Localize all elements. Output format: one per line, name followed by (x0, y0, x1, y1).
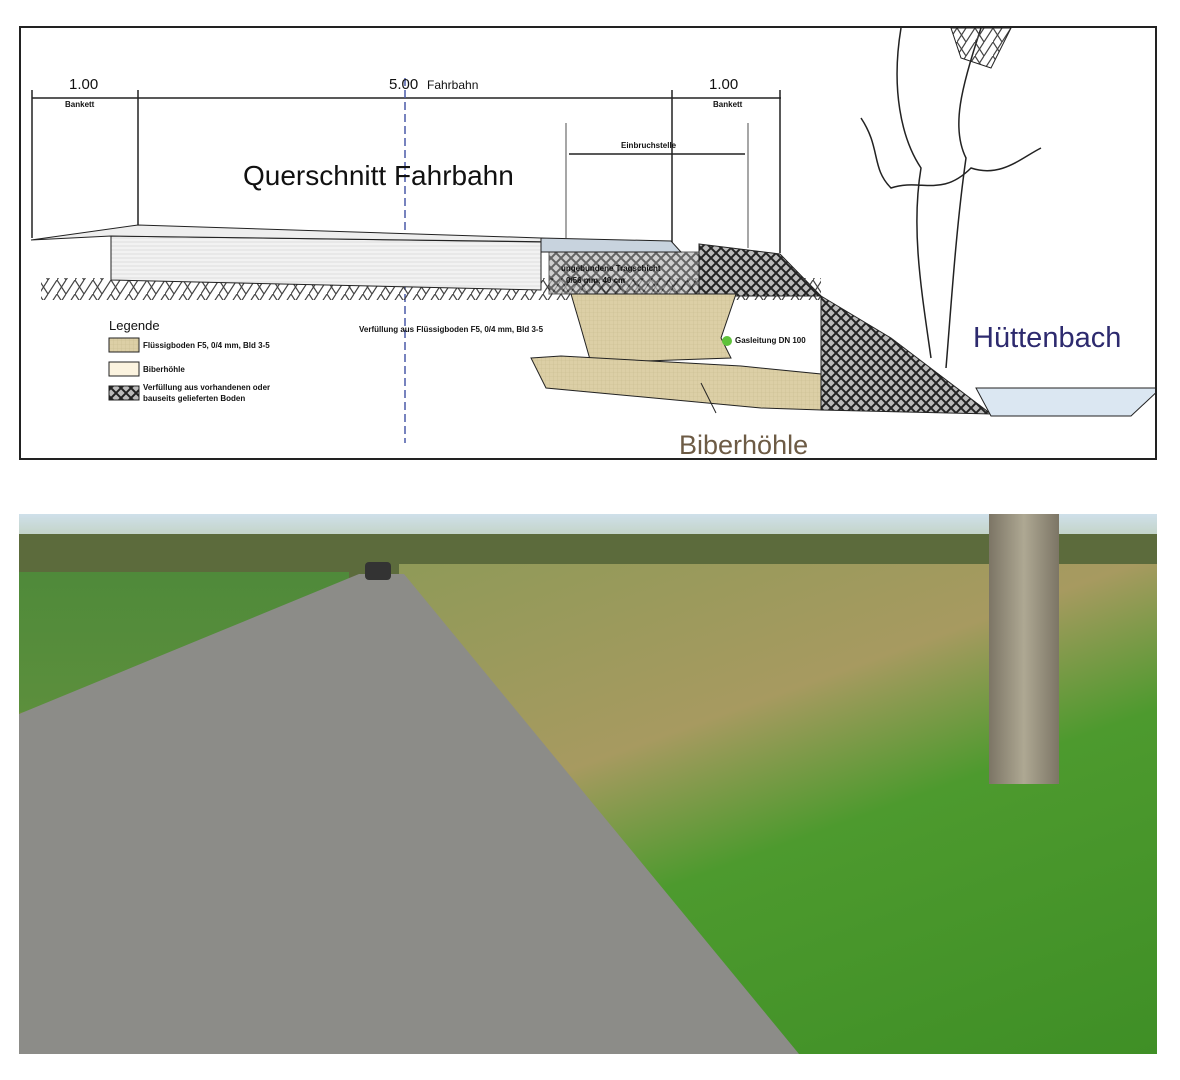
einbruch-label: Einbruchstelle (621, 141, 677, 150)
gasleitung-label: Gasleitung DN 100 (735, 336, 806, 345)
tragschicht-size: 0/56 mm, 40 cm (566, 276, 626, 285)
huettenbach-label: Hüttenbach (973, 322, 1122, 354)
legend-title: Legende (109, 318, 160, 333)
dim-left-value: 1.00 (69, 76, 99, 93)
tree-trunk (989, 514, 1059, 784)
cross-section-diagram: 1.00 Bankett 5.00 Fahrbahn 1.00 Bankett … (19, 26, 1157, 460)
legend-item-verfuellung-2: bauseits gelieferten Boden (143, 394, 246, 403)
legend-item-fluessigboden: Flüssigboden F5, 0/4 mm, Bld 3-5 (143, 341, 270, 350)
car (365, 562, 391, 580)
biberhoehle-label: Biberhöhle (679, 430, 809, 460)
dim-center-label: Fahrbahn (427, 78, 479, 92)
cross-section-drawing (30, 28, 1155, 443)
dim-right-value: 1.00 (709, 76, 739, 93)
dim-left-label: Bankett (65, 100, 95, 109)
road-photo (19, 514, 1157, 1054)
legend-item-biberhoehle: Biberhöhle (143, 365, 185, 374)
dim-center-value: 5.00 (389, 76, 419, 93)
dim-right-label: Bankett (713, 100, 743, 109)
legend-item-verfuellung: Verfüllung aus vorhandenen oder (143, 383, 271, 392)
tragschicht-label: ungebundene Tragschicht (561, 264, 661, 273)
verfuellung-label: Verfüllung aus Flüssigboden F5, 0/4 mm, … (359, 325, 544, 334)
diagram-title: Querschnitt Fahrbahn (243, 160, 514, 191)
